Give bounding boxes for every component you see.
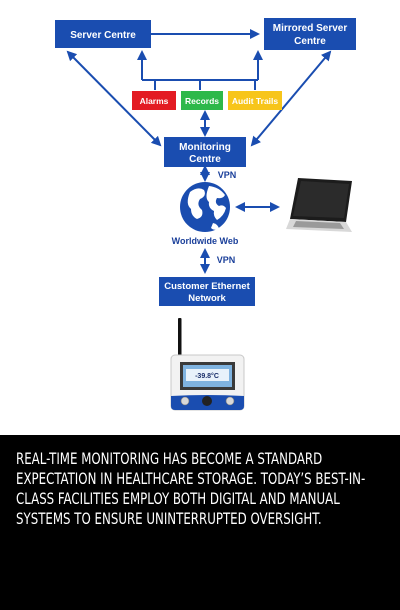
alarms-label: Alarms [140,96,169,106]
worldwide-web-label: Worldwide Web [172,236,239,246]
vpn-bottom-label: VPN [217,255,236,265]
server-centre-label: Server Centre [70,30,136,41]
monitoring-device-icon: -39.8°C [170,318,245,411]
audit-trails-label: Audit Trails [232,96,279,106]
arrow-mirrored-monitoring [250,50,332,147]
connectors [66,29,332,274]
caption-text: Real-time monitoring has become a standa… [16,449,366,528]
monitoring-label-line2: Centre [189,154,221,165]
caption-panel: Real-time monitoring has become a standa… [0,435,400,610]
server-centre-node: Server Centre [55,20,151,48]
records-label: Records [185,96,219,106]
laptop-icon [286,178,352,232]
audit-trails-node: Audit Trails [228,91,282,110]
monitoring-label-line1: Monitoring [179,142,231,153]
network-diagram: Server Centre Mirrored Server Centre Ala… [55,18,356,411]
customer-label-line1: Customer Ethernet [164,281,250,292]
globe-icon [180,182,230,232]
customer-label-line2: Network [188,293,226,304]
device-antenna [178,318,182,358]
records-node: Records [181,91,223,110]
device-display-reading: -39.8°C [195,372,219,380]
mirrored-server-label-line1: Mirrored Server [273,23,348,34]
arrow-server-monitoring [66,50,162,147]
alarms-node: Alarms [132,91,176,110]
vpn-top-label: VPN [218,170,237,180]
monitoring-centre-node: Monitoring Centre [164,137,246,167]
mirrored-server-label-line2: Centre [294,36,326,47]
mirrored-server-centre-node: Mirrored Server Centre [264,18,356,50]
customer-ethernet-node: Customer Ethernet Network [159,277,255,306]
